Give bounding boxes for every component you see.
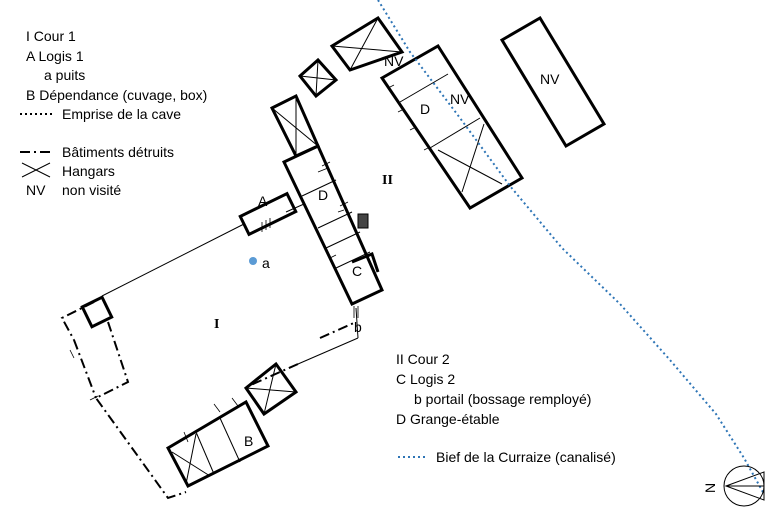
- legend-cour1: I Cour 1: [26, 28, 76, 44]
- legend-puits: a puits: [44, 67, 85, 83]
- building-nv-east: [499, 15, 607, 149]
- legend-portail: b portail (bossage remployé): [414, 391, 591, 407]
- legend-hangars: Hangars: [62, 163, 115, 179]
- label-grange-d-1: D: [318, 187, 328, 203]
- court-1-enclosure: [60, 203, 359, 500]
- legend-grange: D Grange-étable: [396, 411, 500, 427]
- legend-bief: Bief de la Curraize (canalisé): [436, 449, 616, 465]
- label-nv-2: NV: [450, 91, 470, 107]
- hangar-b: [243, 361, 299, 417]
- hangar-nv-1: [329, 15, 405, 72]
- well-point: [249, 257, 257, 265]
- north-arrow: N: [702, 465, 765, 507]
- label-nv-3: NV: [540, 71, 560, 87]
- legend-2: II Cour 2 C Logis 2 b portail (bossage r…: [396, 351, 616, 465]
- legend-detruits: Bâtiments détruits: [62, 144, 174, 160]
- legend-logis1: A Logis 1: [26, 48, 84, 64]
- label-dependance-b: B: [244, 433, 253, 449]
- legend-logis2: C Logis 2: [396, 371, 455, 387]
- legend-cave: Emprise de la cave: [62, 106, 181, 122]
- building-logis-1: [238, 191, 298, 237]
- annexe-west: [80, 295, 114, 329]
- label-portail-b: b: [354, 319, 362, 335]
- label-grange-d-2: D: [420, 101, 430, 117]
- building-dependance: [166, 399, 271, 488]
- stair-block: [357, 213, 369, 229]
- label-court-1: I: [214, 317, 219, 332]
- label-puits-a: a: [262, 255, 270, 271]
- label-logis-c: C: [352, 263, 362, 279]
- north-letter: N: [702, 483, 718, 493]
- legend-dependance: B Dépendance (cuvage, box): [26, 87, 207, 103]
- label-nv-1: NV: [384, 53, 404, 69]
- hangar-north-1: [269, 93, 320, 158]
- legend-nv-code: NV: [26, 182, 46, 198]
- legend-hangar-swatch: [21, 162, 51, 178]
- legend-nv-text: non visité: [62, 182, 121, 198]
- label-court-2: II: [382, 173, 393, 188]
- hangar-north-2: [297, 57, 339, 99]
- legend: I Cour 1 A Logis 1 a puits B Dépendance …: [20, 28, 207, 198]
- building-range-d-c: [281, 143, 384, 306]
- building-grange-d: [379, 43, 525, 210]
- legend-cour2: II Cour 2: [396, 351, 450, 367]
- access-arrows: [69, 84, 431, 443]
- label-logis-a: A: [258, 193, 268, 209]
- canal-curraize: [377, 0, 765, 495]
